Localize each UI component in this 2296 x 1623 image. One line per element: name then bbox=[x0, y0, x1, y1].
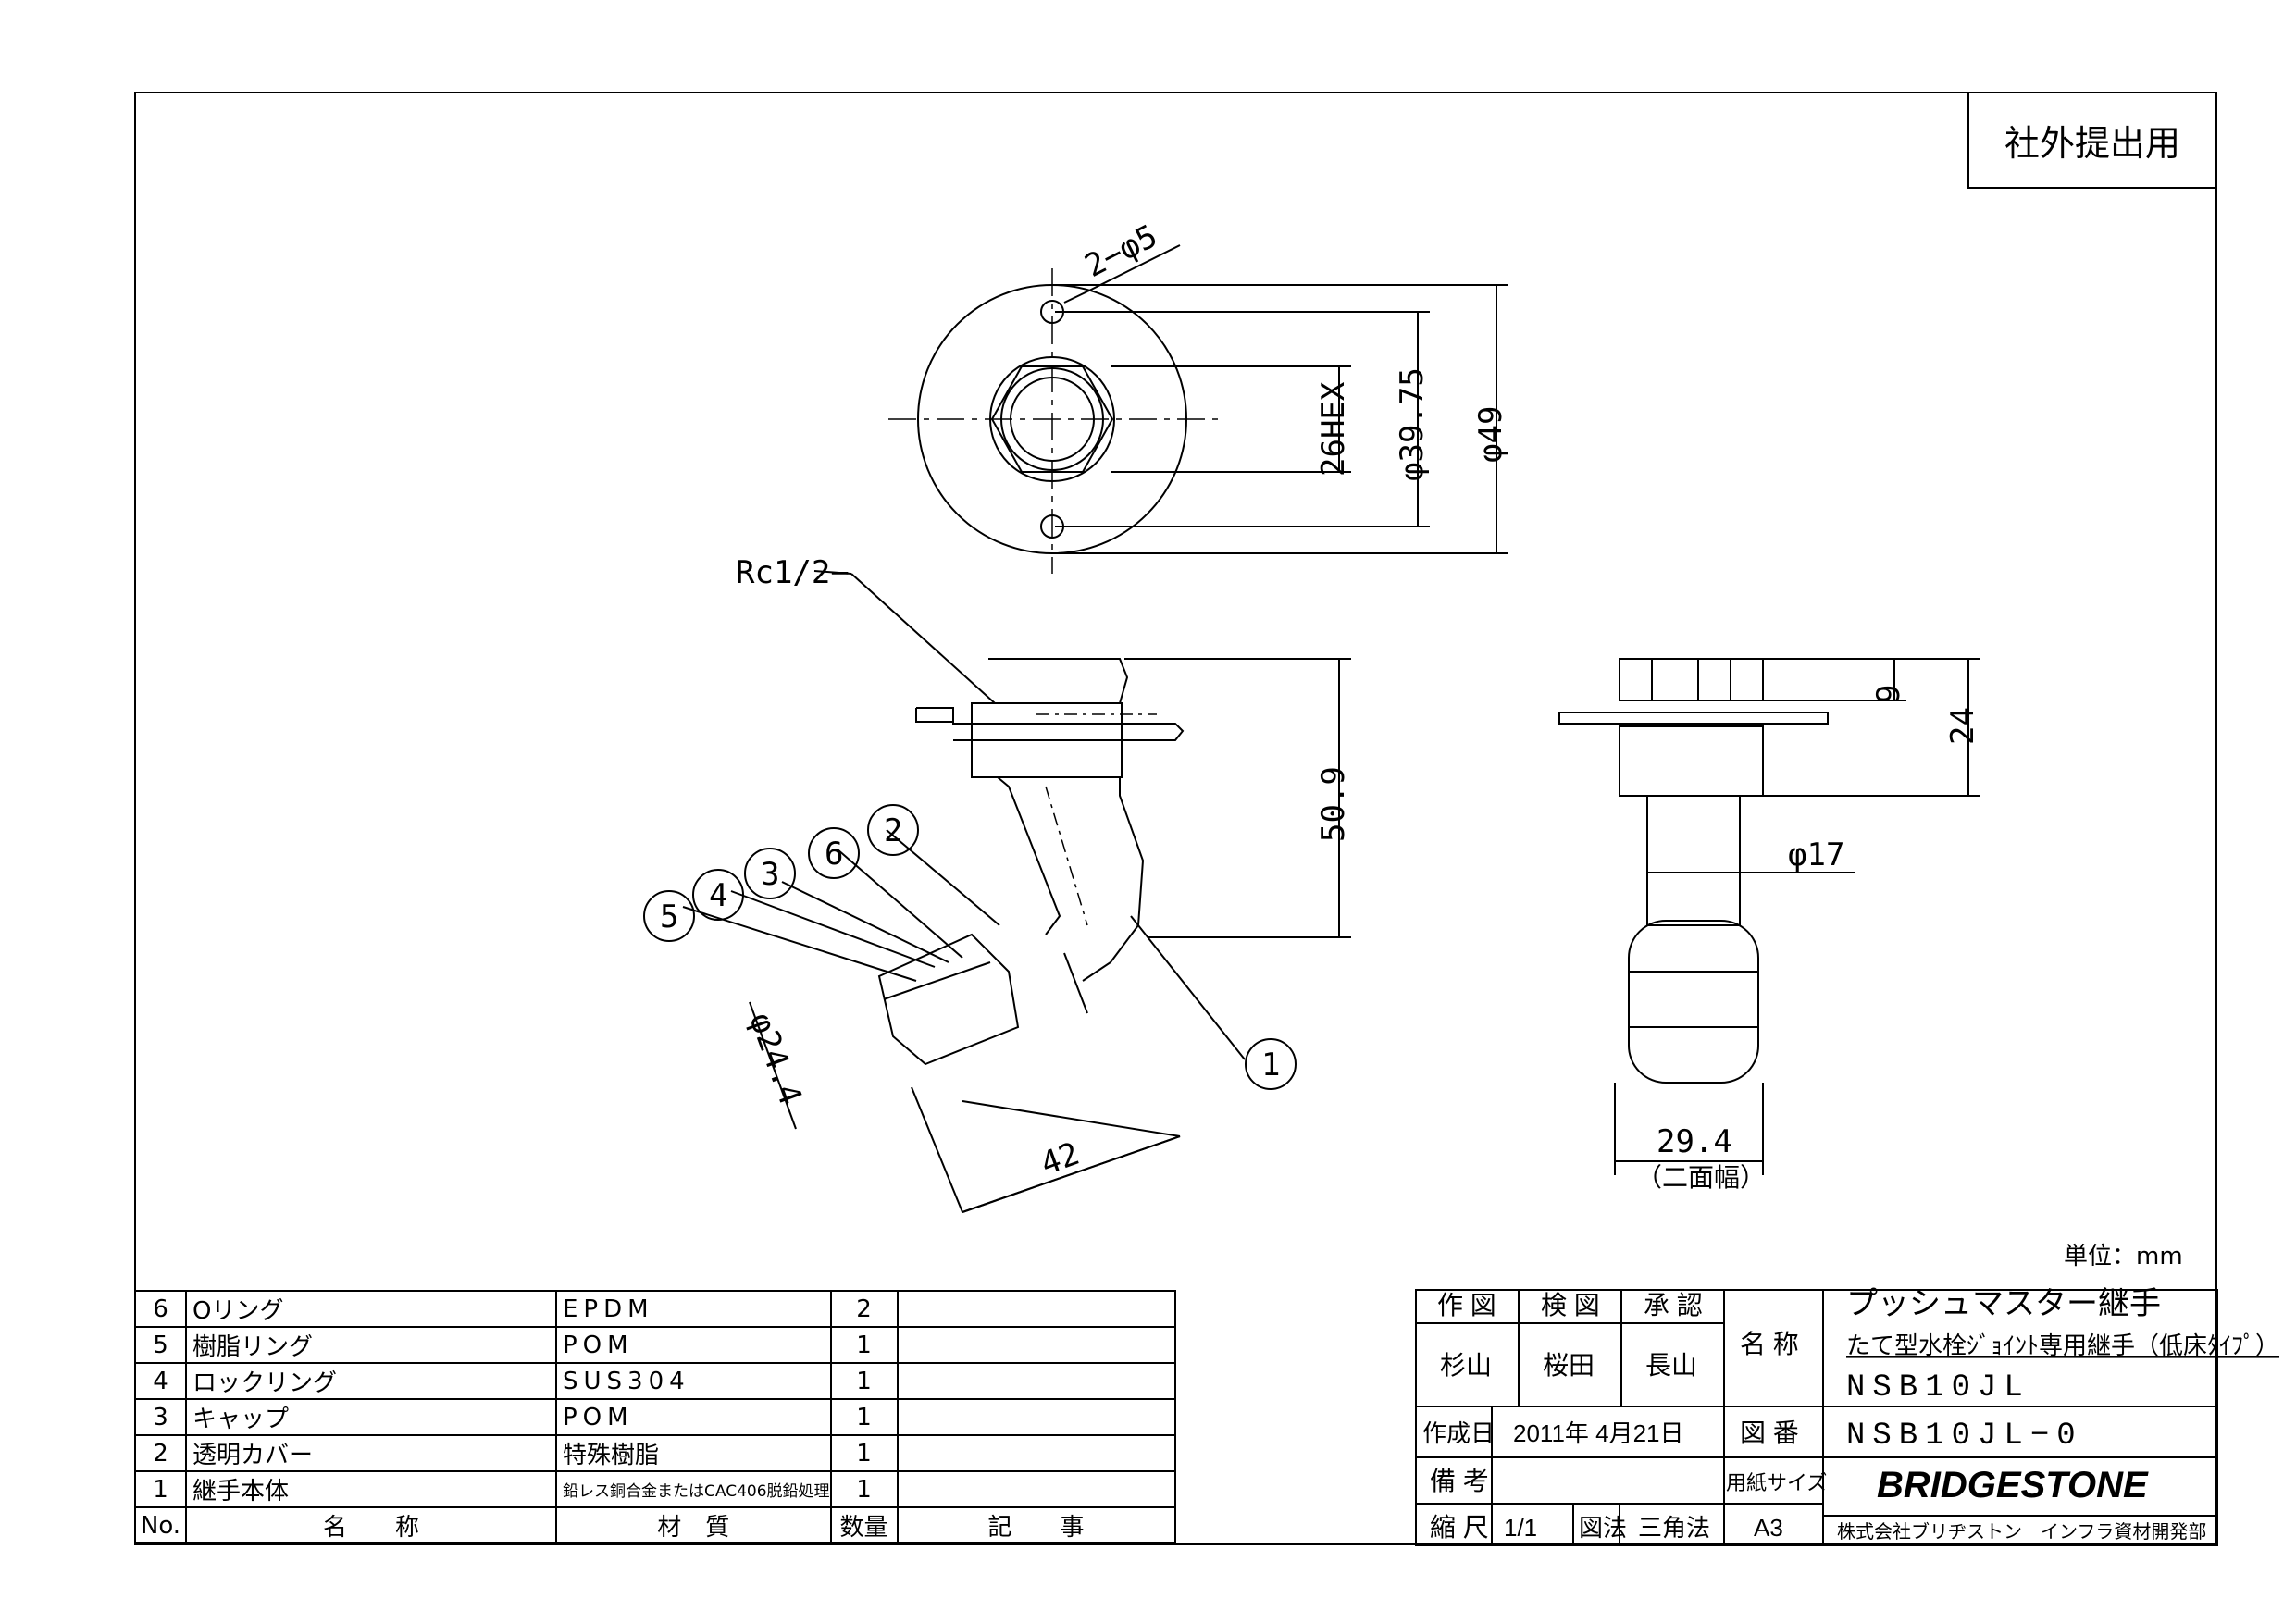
w294-dimension: 29.4 bbox=[1657, 1123, 1732, 1160]
svg-text:プッシュマスター継手: プッシュマスター継手 bbox=[1846, 1286, 2161, 1321]
svg-text:図法: 図法 bbox=[1579, 1514, 1627, 1542]
drawing-frame bbox=[134, 92, 2217, 1545]
svg-text:2011年 4月21日: 2011年 4月21日 bbox=[1513, 1419, 1684, 1447]
balloon-6: 6 bbox=[825, 836, 843, 873]
svg-text:たて型水栓ｼﾞｮｲﾝﾄ専用継手（低床ﾀｲﾌﾟ）: たて型水栓ｼﾞｮｲﾝﾄ専用継手（低床ﾀｲﾌﾟ） bbox=[1846, 1332, 2279, 1359]
bridgestone-logo: BRIDGESTONE bbox=[1877, 1465, 2149, 1505]
svg-text:名 称: 名 称 bbox=[1740, 1330, 1799, 1358]
svg-text:株式会社ブリヂストン インフラ資材開発部: 株式会社ブリヂストン インフラ資材開発部 bbox=[1837, 1520, 2206, 1542]
d17-dimension: φ17 bbox=[1788, 836, 1844, 873]
svg-text:縮 尺: 縮 尺 bbox=[1430, 1513, 1489, 1542]
svg-text:備 考: 備 考 bbox=[1430, 1467, 1489, 1495]
front-view bbox=[682, 570, 1351, 1213]
balloon-3: 3 bbox=[761, 856, 779, 893]
hex-dimension: 26HEX bbox=[1315, 381, 1352, 477]
dimension-labels: 2−φ5 26HEX φ39.75 φ49 Rc1/2− 50.9 φ24.4 … bbox=[660, 217, 1981, 1193]
w42-dimension: 42 bbox=[1036, 1135, 1084, 1183]
svg-text:長山: 長山 bbox=[1645, 1351, 1697, 1381]
top-view bbox=[888, 244, 1508, 574]
balloon-2: 2 bbox=[884, 812, 902, 849]
h9-dimension: 9 bbox=[1870, 685, 1907, 703]
d3975-dimension: φ39.75 bbox=[1394, 367, 1431, 481]
title-block-text: 作 図 検 図 承 認 杉山 桜田 長山 名 称 プッシュマスター継手 たて型水… bbox=[1422, 1286, 2279, 1542]
title-block-lines bbox=[1415, 1289, 2218, 1546]
h24-dimension: 24 bbox=[1944, 707, 1981, 745]
svg-text:NSB10JL: NSB10JL bbox=[1846, 1370, 2030, 1406]
svg-text:三角法: 三角法 bbox=[1638, 1514, 1710, 1542]
balloon-4: 4 bbox=[709, 877, 727, 914]
svg-text:承 認: 承 認 bbox=[1644, 1291, 1703, 1319]
svg-text:作 図: 作 図 bbox=[1437, 1291, 1496, 1319]
balloon-5: 5 bbox=[660, 898, 678, 935]
d49-dimension: φ49 bbox=[1472, 406, 1509, 463]
svg-text:桜田: 桜田 bbox=[1543, 1351, 1595, 1381]
h509-dimension: 50.9 bbox=[1315, 766, 1352, 842]
rc-thread-label: Rc1/2− bbox=[736, 554, 850, 591]
external-submission-stamp: 社外提出用 bbox=[1967, 92, 2217, 189]
svg-text:杉山: 杉山 bbox=[1440, 1351, 1492, 1381]
side-view bbox=[1558, 658, 1980, 1175]
svg-text:用紙サイズ: 用紙サイズ bbox=[1726, 1471, 1827, 1494]
svg-text:NSB10JL−0: NSB10JL−0 bbox=[1846, 1419, 2083, 1454]
svg-text:A3: A3 bbox=[1754, 1514, 1783, 1542]
balloon-1: 1 bbox=[1261, 1047, 1280, 1084]
balloons bbox=[643, 804, 1297, 1090]
d244-dimension: φ24.4 bbox=[742, 1008, 810, 1109]
svg-text:図 番: 図 番 bbox=[1740, 1419, 1799, 1447]
svg-text:1/1: 1/1 bbox=[1504, 1514, 1537, 1542]
table-header: No.名 称材 質数量記 事 bbox=[134, 1506, 1176, 1544]
unit-label: 単位：mm bbox=[2064, 1243, 2183, 1270]
two-face-label: （二面幅） bbox=[1636, 1162, 1766, 1193]
svg-text:検 図: 検 図 bbox=[1541, 1291, 1600, 1319]
svg-text:作成日: 作成日 bbox=[1422, 1419, 1495, 1447]
